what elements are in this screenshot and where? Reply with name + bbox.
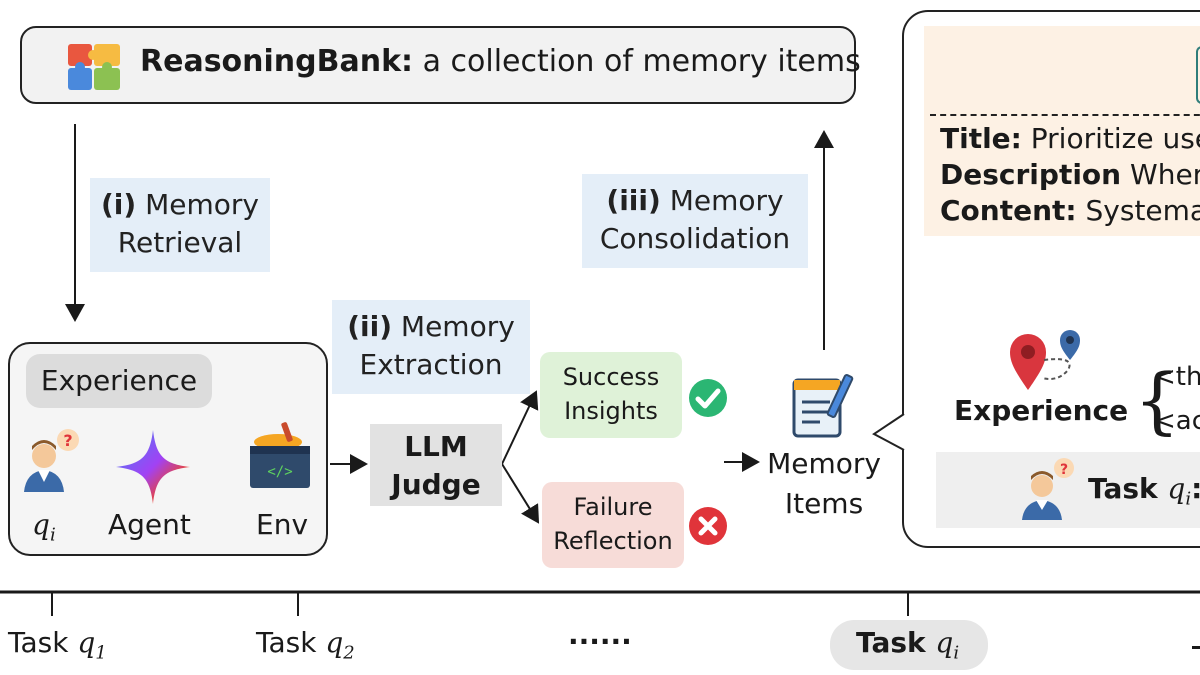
memory-extraction-label: (ii) Memory Extraction [332,300,530,394]
map-pin-icon [1010,330,1080,390]
experience-line-1: <th [1154,362,1200,392]
notebook-pen-icon [792,374,854,438]
svg-text:?: ? [63,431,72,450]
judge-to-success-arrow [501,390,539,465]
timeline-task-i: Task qi [856,626,960,664]
env-label: Env [256,508,309,541]
current-task-label: Task qi: [1088,472,1200,510]
failure-reflection-box: Failure Reflection [542,482,684,568]
svg-text:</>: </> [267,464,292,480]
gemini-star-icon [116,430,190,504]
success-insights-box: Success Insights [540,352,682,438]
timeline-ellipsis: ...... [568,618,632,651]
memory-retrieval-label: (i) Memory Retrieval [90,178,270,272]
reasoningbank-box [20,26,856,104]
user-question-icon: ? [24,429,79,492]
query-label: qi [32,508,56,546]
agent-label: Agent [108,508,191,541]
puzzle-icon [68,44,120,90]
card-divider [930,114,1200,116]
timeline-task-1: Task q1 [8,626,107,664]
svg-text:?: ? [1060,462,1068,478]
card-icon-edge [1196,46,1200,104]
card-title-line: Title: Prioritize use [940,122,1200,155]
toolbox-code-icon: </> [250,422,310,488]
llm-judge-box: LLM Judge [370,424,502,506]
card-content-line: Content: Systema [940,194,1200,227]
check-circle-icon [689,379,727,417]
timeline-continuation [1192,646,1200,649]
timeline-task-2: Task q2 [256,626,355,664]
x-circle-icon [689,507,727,545]
memory-items-label: Memory Items [767,447,881,520]
card-description-line: Description When [940,158,1200,191]
reasoningbank-title: ReasoningBank: a collection of memory it… [140,44,861,79]
callout-pointer [872,413,906,451]
experience-title: Experience [26,354,212,408]
memory-item-card [924,26,1200,236]
judge-to-failure-arrow [501,463,540,524]
curly-brace: { [1134,358,1180,442]
experience-line-2: <ac [1154,406,1200,436]
experience-label: Experience [954,394,1129,427]
memory-consolidation-label: (iii) Memory Consolidation [582,174,808,268]
user-question-icon-small: ? [1022,458,1074,520]
timeline-task-i-highlight [830,620,988,670]
